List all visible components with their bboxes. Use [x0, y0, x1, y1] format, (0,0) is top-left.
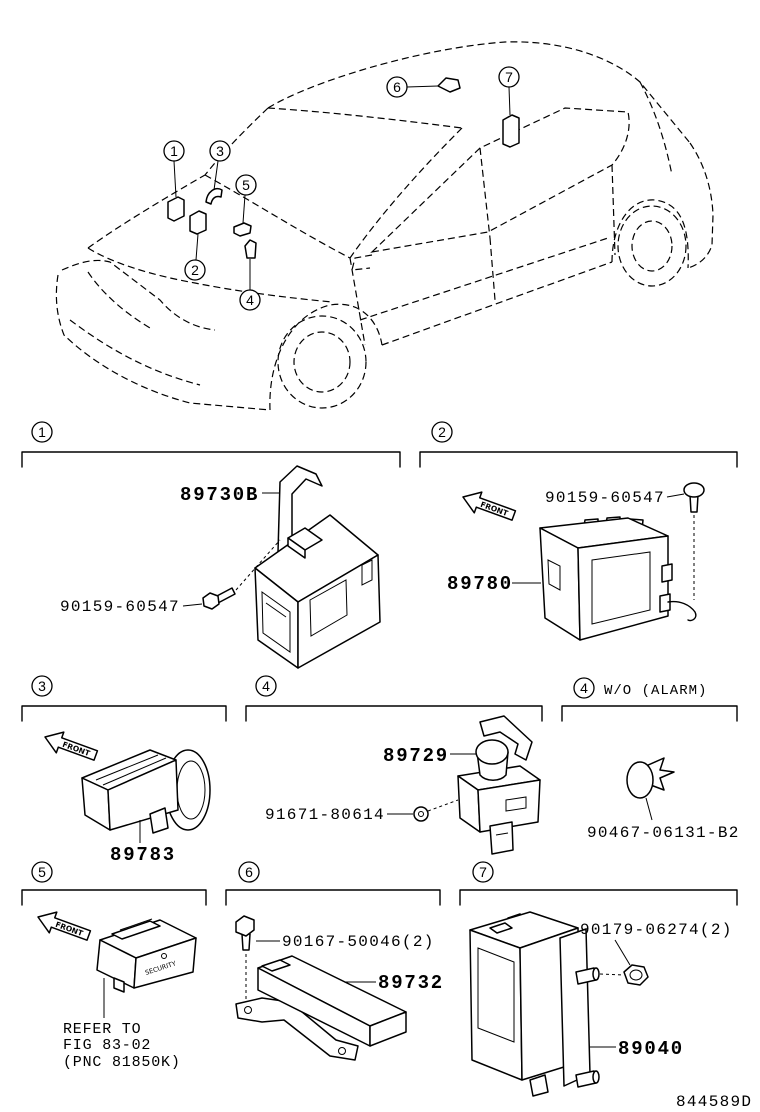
overview-part-5 — [233, 222, 252, 237]
section-6-heading: 6 — [225, 861, 441, 906]
callout-4-label: 4 — [246, 292, 254, 308]
overview-part-2 — [189, 210, 207, 235]
part-number-90179-06274: 90179-06274(2) — [580, 921, 733, 939]
part-number-90159-60547-b: 90159-60547 — [545, 489, 665, 507]
part-number-89783: 89783 — [110, 844, 176, 866]
callout-7: 7 — [498, 66, 520, 88]
car-outline — [55, 41, 714, 411]
section-5-bracket — [21, 889, 207, 906]
section-2-number: 2 — [438, 424, 446, 440]
part-number-90159-60547-a: 90159-60547 — [60, 598, 180, 616]
part-number-89729: 89729 — [383, 745, 449, 767]
overview-part-7 — [502, 114, 520, 148]
reference-line-3: (PNC 81850K) — [63, 1054, 181, 1071]
module-89732 — [235, 955, 407, 1061]
section-1-heading: 1 — [21, 421, 401, 468]
switch-89729 — [457, 715, 541, 855]
section-1: 1 89730B 90159-60547 — [21, 421, 401, 669]
section-7-number: 7 — [479, 864, 487, 880]
callout-1-label: 1 — [170, 143, 178, 159]
section-4-alt-heading: 4 W/O (ALARM) — [561, 677, 738, 722]
section-5: 5 FRONT SECURITY REFER TO FIG 83-02 (PNC… — [21, 861, 207, 1071]
leader-90159-60547-b — [666, 493, 685, 498]
security-indicator-part: SECURITY — [96, 918, 197, 993]
section-3: 3 FRONT 89783 — [21, 675, 227, 866]
overview-part-4 — [244, 239, 257, 259]
section-4: 4 89729 91671-80614 — [245, 675, 543, 855]
callout-1: 1 — [163, 140, 185, 162]
section-6: 6 90167-50046(2) 89732 — [225, 861, 444, 1061]
section-6-bracket — [225, 889, 441, 906]
section-3-number: 3 — [38, 678, 46, 694]
section-7-heading: 7 — [459, 861, 738, 906]
section-5-number: 5 — [38, 864, 46, 880]
nut-90179-06274 — [599, 964, 649, 986]
overview-part-6 — [437, 77, 461, 93]
overview-part-locations — [167, 77, 520, 259]
callout-3-label: 3 — [216, 143, 224, 159]
part-number-90467-06131-b2: 90467-06131-B2 — [587, 824, 740, 842]
section-4-alt-condition: W/O (ALARM) — [604, 683, 707, 699]
part-number-91671-80614: 91671-80614 — [265, 806, 385, 824]
part-number-89732: 89732 — [378, 972, 444, 994]
callout-5: 5 — [235, 174, 257, 196]
ecu-89730b — [254, 465, 381, 669]
section-2-heading: 2 — [419, 421, 738, 468]
bolt-90167-50046 — [235, 915, 255, 1004]
part-number-89780: 89780 — [447, 573, 513, 595]
section-6-number: 6 — [245, 864, 253, 880]
leader-90159-60547-a — [182, 603, 203, 607]
section-4-alt-number: 4 — [580, 680, 588, 696]
part-number-89730b: 89730B — [180, 484, 259, 506]
callout-6: 6 — [386, 76, 408, 98]
bolt-90159-60547-b — [683, 482, 705, 600]
section-7: 7 90179-06274(2) 89040 — [459, 861, 738, 1097]
callout-3: 3 — [209, 140, 231, 162]
module-89040 — [469, 911, 600, 1097]
section-3-heading: 3 — [21, 675, 227, 722]
reference-line-1: REFER TO — [63, 1021, 141, 1038]
callout-5-label: 5 — [242, 177, 250, 193]
section-2: 2 FRONT 90159-60547 89780 — [419, 421, 738, 641]
ecu-89780 — [539, 516, 697, 641]
callout-6-label: 6 — [393, 79, 401, 95]
section-4-number: 4 — [262, 678, 270, 694]
overview-part-3 — [205, 188, 223, 205]
leader-90467-06131-b2 — [645, 797, 653, 821]
washer-91671-80614 — [413, 799, 459, 822]
plug-90467-06131-b2 — [626, 757, 675, 799]
part-number-89040: 89040 — [618, 1038, 684, 1060]
callout-2: 2 — [184, 259, 206, 281]
front-arrow-icon: FRONT — [44, 731, 99, 761]
front-arrow-icon: FRONT — [462, 491, 517, 521]
overview-part-1 — [167, 196, 185, 222]
section-4-alt-bracket — [561, 705, 738, 722]
leader-90179-06274 — [614, 939, 631, 966]
reference-line-2: FIG 83-02 — [63, 1037, 151, 1054]
section-1-bracket — [21, 451, 401, 468]
section-1-number: 1 — [38, 424, 46, 440]
siren-89783 — [81, 749, 211, 834]
section-2-bracket — [419, 451, 738, 468]
front-arrow-icon: FRONT — [37, 911, 92, 941]
section-4-heading: 4 — [245, 675, 543, 722]
part-number-90167-50046: 90167-50046(2) — [282, 933, 435, 951]
section-7-bracket — [459, 889, 738, 906]
bolt-90159-60547-a — [202, 539, 281, 610]
callout-2-label: 2 — [191, 262, 199, 278]
overview-leader-lines — [173, 85, 511, 290]
section-5-heading: 5 — [21, 861, 207, 906]
section-4-alt: 4 W/O (ALARM) 90467-06131-B2 — [561, 677, 740, 842]
section-3-bracket — [21, 705, 227, 722]
callout-7-label: 7 — [505, 69, 513, 85]
figure-id: 844589D — [676, 1093, 752, 1111]
section-4-bracket — [245, 705, 543, 722]
callout-4: 4 — [239, 289, 261, 311]
